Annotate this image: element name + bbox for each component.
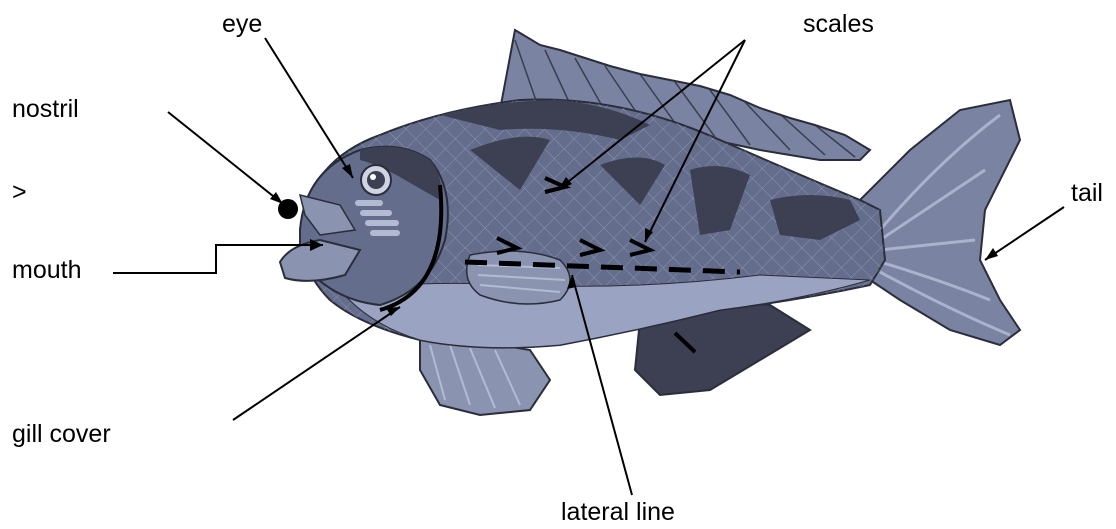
label-gill-cover: gill cover xyxy=(12,422,111,447)
label-nostril: nostril xyxy=(12,97,79,122)
arrowhead-tail xyxy=(985,248,998,260)
label-lateral-line: lateral line xyxy=(561,500,675,525)
leader-gill xyxy=(233,307,400,420)
tail-fin xyxy=(860,100,1020,345)
leader-eye xyxy=(265,38,353,178)
label-gt-mark: > xyxy=(12,180,27,205)
label-mouth: mouth xyxy=(12,258,81,283)
leader-nostril xyxy=(168,112,283,204)
arrowhead-nostril xyxy=(270,192,283,204)
label-eye: eye xyxy=(222,12,262,37)
label-tail: tail xyxy=(1071,181,1103,206)
leader-tail xyxy=(985,207,1064,260)
label-scales: scales xyxy=(803,12,874,37)
